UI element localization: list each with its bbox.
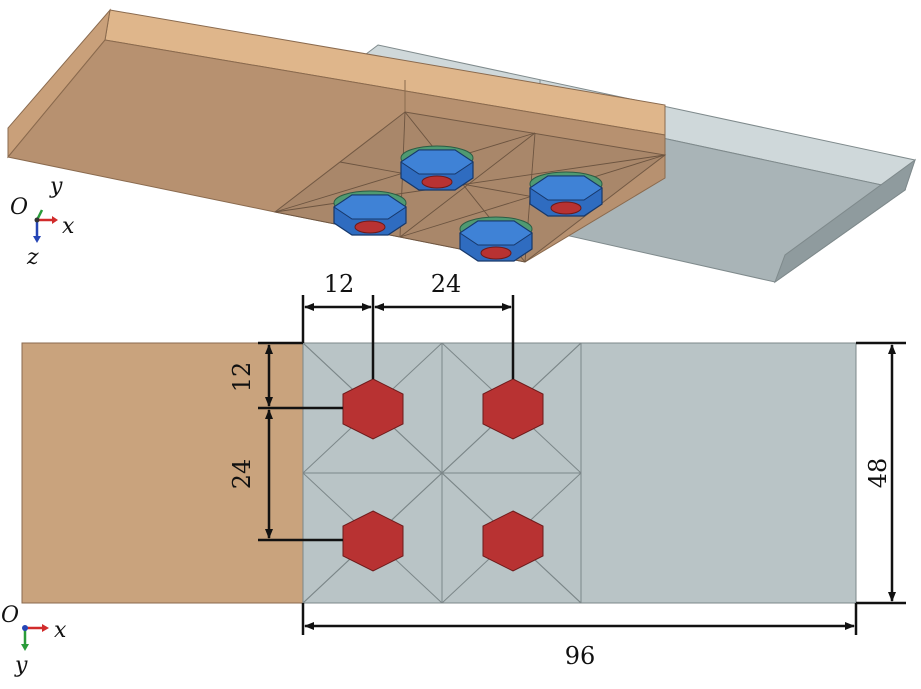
plan-axis-origin-label: O bbox=[1, 603, 19, 628]
iso-bolt-1 bbox=[400, 145, 474, 191]
iso-nut-top bbox=[400, 149, 474, 175]
dim-label-spacing-y: 24 bbox=[228, 459, 256, 490]
isometric-view: O y x z bbox=[7, 8, 916, 284]
dim-label-plate-width: 48 bbox=[864, 458, 892, 489]
plan-axis-triad: O x y bbox=[1, 603, 67, 678]
dim-label-spacing-x: 24 bbox=[431, 270, 462, 298]
plan-bolt-head-4 bbox=[482, 510, 544, 572]
iso-bolt-4 bbox=[459, 216, 533, 262]
plan-axis-x-label: x bbox=[54, 618, 67, 643]
iso-bolt-2 bbox=[529, 171, 603, 217]
iso-nut-top bbox=[333, 194, 407, 220]
plan-view: 12 24 12 24 48 96 O x y bbox=[1, 270, 906, 678]
iso-axis-x-label: x bbox=[62, 214, 75, 239]
iso-nut-top bbox=[459, 220, 533, 246]
dim-label-plate-length: 96 bbox=[565, 642, 596, 670]
plan-axis-y-label: y bbox=[14, 653, 28, 678]
iso-axis-z-label: z bbox=[26, 245, 39, 270]
dim-label-edge-x: 12 bbox=[324, 270, 355, 298]
dim-label-edge-y: 12 bbox=[228, 362, 256, 393]
iso-axis-triad: O y x z bbox=[10, 174, 75, 270]
plan-mesh-lines bbox=[302, 342, 582, 604]
iso-bolt-end bbox=[480, 246, 512, 260]
iso-nut-top bbox=[529, 175, 603, 201]
plan-bolt-head-2 bbox=[482, 378, 544, 440]
plan-bolt-head-1 bbox=[342, 378, 404, 440]
plan-orange-plate bbox=[21, 342, 305, 604]
iso-bolt-end bbox=[354, 220, 386, 234]
iso-bolt-3 bbox=[333, 190, 407, 236]
plan-dimensions bbox=[258, 295, 906, 635]
iso-bolt-end bbox=[550, 201, 582, 215]
iso-axis-origin-label: O bbox=[10, 195, 28, 220]
iso-bolt-end bbox=[421, 175, 453, 189]
plan-bolt-head-3 bbox=[342, 510, 404, 572]
iso-axis-y-label: y bbox=[49, 174, 63, 199]
iso-grey-plate-side bbox=[773, 158, 916, 284]
